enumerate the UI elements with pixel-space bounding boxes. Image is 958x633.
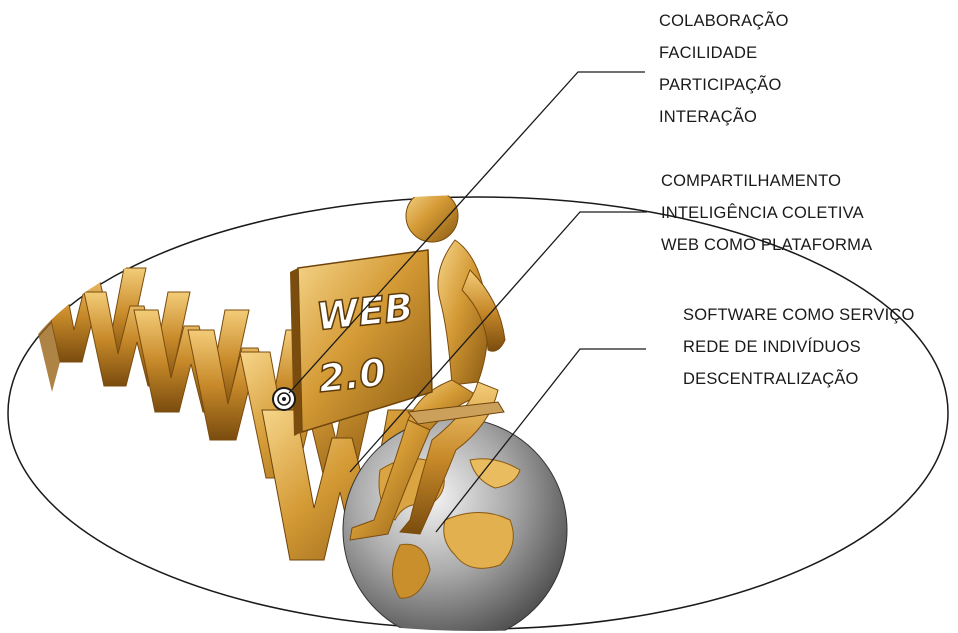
label-participacao: PARTICIPAÇÃO bbox=[659, 76, 782, 94]
label-group-2: COMPARTILHAMENTO INTELIGÊNCIA COLETIVA W… bbox=[661, 173, 872, 269]
label-descentralizacao: DESCENTRALIZAÇÃO bbox=[683, 370, 859, 388]
leader-line-1 bbox=[288, 71, 645, 394]
leader-line-2 bbox=[349, 211, 647, 473]
target-marker bbox=[272, 387, 296, 411]
label-web-como-plataforma: WEB COMO PLATAFORMA bbox=[661, 236, 873, 254]
sign-line2: 2.0 bbox=[316, 350, 388, 401]
label-group-3: SOFTWARE COMO SERVIÇO REDE DE INDIVÍDUOS… bbox=[683, 307, 915, 403]
label-rede-de-individuos: REDE DE INDIVÍDUOS bbox=[683, 338, 861, 356]
label-inteligencia-coletiva: INTELIGÊNCIA COLETIVA bbox=[661, 204, 864, 222]
leader-line-3 bbox=[435, 348, 646, 533]
label-facilidade: FACILIDADE bbox=[659, 44, 758, 62]
golden-figure bbox=[349, 195, 506, 541]
sign-line1: WEB bbox=[314, 285, 415, 339]
label-software-como-servico: SOFTWARE COMO SERVIÇO bbox=[683, 306, 915, 324]
label-interacao: INTERAÇÃO bbox=[659, 108, 758, 126]
label-compartilhamento: COMPARTILHAMENTO bbox=[661, 172, 842, 190]
web-sign: WEB 2.0 bbox=[290, 249, 433, 436]
label-colaboracao: COLABORAÇÃO bbox=[659, 12, 789, 30]
label-group-1: COLABORAÇÃO FACILIDADE PARTICIPAÇÃO INTE… bbox=[659, 13, 789, 141]
